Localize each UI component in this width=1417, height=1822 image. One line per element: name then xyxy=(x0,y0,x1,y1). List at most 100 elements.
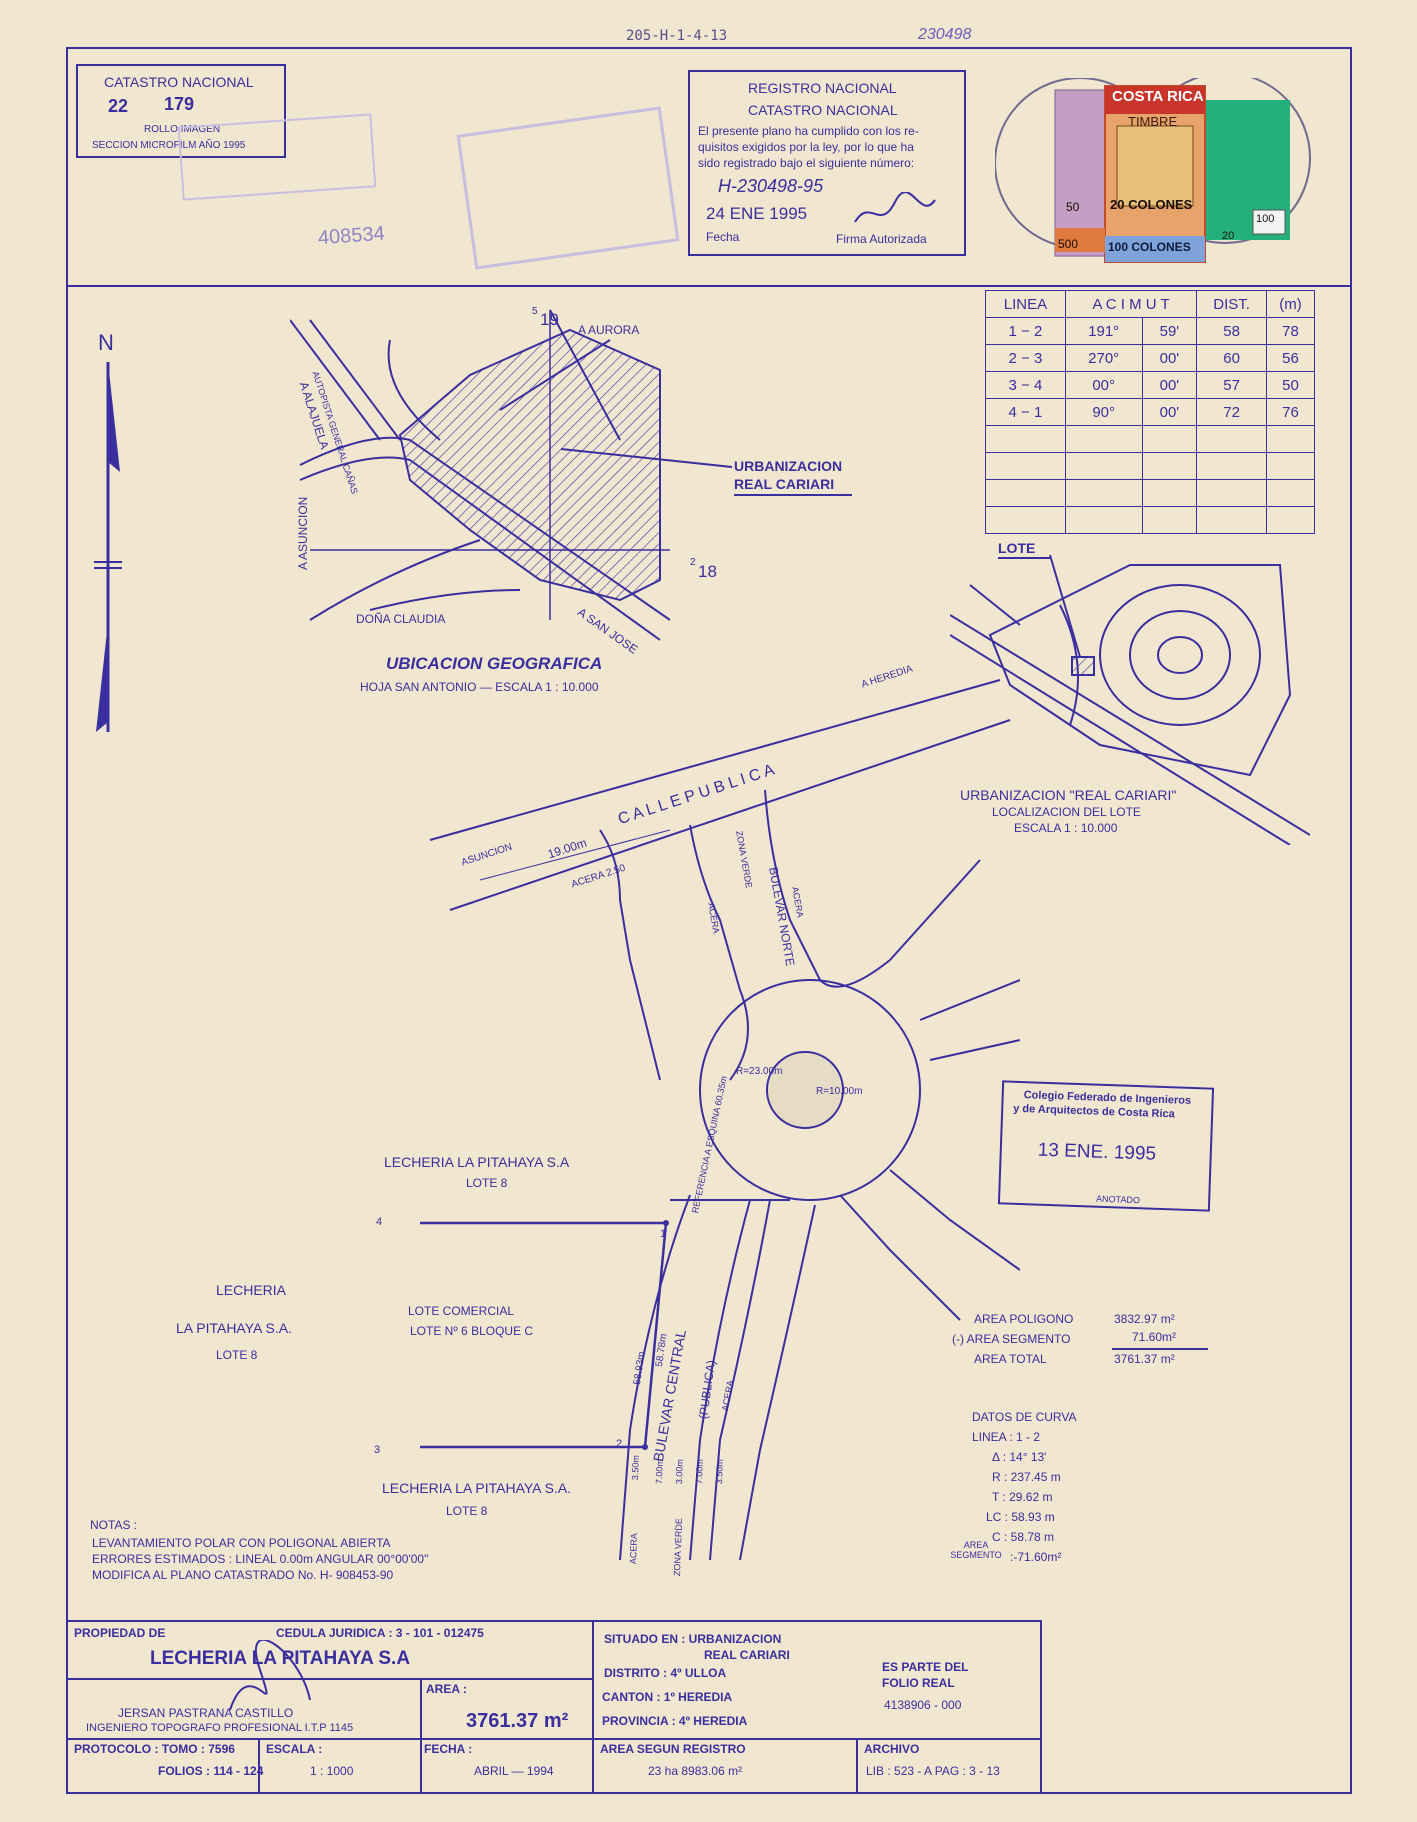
tb-vline-4 xyxy=(420,1738,422,1794)
urbanizacion-underline xyxy=(734,494,852,496)
lote-label: LOTE xyxy=(998,540,1036,556)
coord-right-prefix: 2 xyxy=(690,557,696,568)
area-sum-line xyxy=(1112,1348,1208,1350)
provincia: PROVINCIA : 4º HEREDIA xyxy=(602,1714,748,1728)
engineer-signature xyxy=(229,1640,311,1711)
table-cell: 00' xyxy=(1141,398,1198,426)
area-registro-value: 23 ha 8983.06 m² xyxy=(648,1764,743,1778)
owner-top-lote: LOTE 8 xyxy=(466,1176,508,1190)
curve-c: C : 58.78 m xyxy=(992,1530,1055,1544)
engineer-title: INGENIERO TOPOGRAFO PROFESIONAL I.T.P 11… xyxy=(86,1722,354,1734)
lot-location-title1: URBANIZACION "REAL CARIARI" xyxy=(960,787,1177,803)
curve-r: R : 237.45 m xyxy=(992,1470,1061,1484)
faded-stamp-number: 408534 xyxy=(317,222,386,250)
curve-area-segmento-label: AREA SEGMENTO xyxy=(950,1540,1002,1560)
lote-comercial: LOTE COMERCIAL xyxy=(408,1304,515,1318)
notes-line1: LEVANTAMIENTO POLAR CON POLIGONAL ABIERT… xyxy=(92,1536,391,1550)
curve-lc: LC : 58.93 m xyxy=(986,1510,1055,1524)
table-cell: 59' xyxy=(1141,317,1198,345)
radius-23: R=23.00m xyxy=(736,1066,783,1077)
lot-location-title3: ESCALA 1 : 10.000 xyxy=(1014,821,1118,835)
image-number: 179 xyxy=(164,94,195,114)
notes-line2: ERRORES ESTIMADOS : LINEAL 0.00m ANGULAR… xyxy=(92,1552,429,1566)
area-total-value: 3761.37 m² xyxy=(1114,1352,1175,1366)
azimuth-header-row: LINEA A C I M U T DIST. (m) xyxy=(985,290,1316,318)
owner-bottom-lote: LOTE 8 xyxy=(446,1504,488,1518)
table-row: 1 − 2 191° 59' 58 78 xyxy=(985,317,1316,345)
vertex-4: 4 xyxy=(376,1216,383,1228)
azimuth-header-acimut: A C I M U T xyxy=(1064,290,1198,318)
stamp-100-colones: 100 COLONES xyxy=(1108,240,1191,254)
dim-3-50-left: 3.50m xyxy=(630,1454,641,1481)
registro-body1: El presente plano ha cumplido con los re… xyxy=(698,124,919,138)
tb-vline-3 xyxy=(258,1738,260,1794)
registro-number: H-230498-95 xyxy=(718,176,824,196)
canton: CANTON : 1º HEREDIA xyxy=(602,1690,733,1704)
owner-left-name2: LA PITAHAYA S.A. xyxy=(176,1320,292,1336)
table-cell: 60 xyxy=(1196,344,1267,372)
table-row: 4 − 1 90° 00' 72 76 xyxy=(985,398,1316,426)
folio-number: 4138906 - 000 xyxy=(884,1698,962,1712)
table-cell: 191° xyxy=(1064,317,1143,345)
protocolo: PROTOCOLO : TOMO : 7596 xyxy=(74,1742,235,1756)
tb-line-2 xyxy=(66,1738,1042,1740)
fecha-label: FECHA : xyxy=(424,1742,473,1756)
acera-bottom-left: ACERA xyxy=(628,1533,640,1565)
label-dona-claudia: DOÑA CLAUDIA xyxy=(356,612,446,626)
table-cell: 56 xyxy=(1265,344,1316,372)
area-poligono-value: 3832.97 m² xyxy=(1114,1312,1175,1326)
azimuth-header-linea: LINEA xyxy=(985,290,1066,318)
stamp-costa-rica: COSTA RICA xyxy=(1112,88,1204,105)
label-a-asuncion: A ASUNCION xyxy=(296,496,310,570)
lote-underline xyxy=(998,557,1050,559)
table-cell: 1 − 2 xyxy=(985,317,1066,345)
notes-title: NOTAS : xyxy=(90,1518,138,1532)
folios: FOLIOS : 114 - 124 xyxy=(158,1764,264,1778)
curve-title: DATOS DE CURVA xyxy=(972,1410,1077,1424)
location-map-subtitle: HOJA SAN ANTONIO — ESCALA 1 : 10.000 xyxy=(360,680,599,694)
coord-top: 19 xyxy=(540,310,559,329)
area-label: AREA : xyxy=(426,1682,467,1696)
roll-image-label: ROLLO IMAGEN xyxy=(144,124,221,135)
stamp-value-100: 100 xyxy=(1256,213,1275,225)
curve-linea: LINEA : 1 - 2 xyxy=(972,1430,1041,1444)
location-map xyxy=(290,309,671,641)
lot-location-map xyxy=(950,554,1310,845)
dim-3-00: 3.00m xyxy=(674,1458,685,1485)
table-cell: 90° xyxy=(1064,398,1143,426)
table-row xyxy=(985,452,1316,480)
cfia-stamp: Colegio Federado de Ingenieros y de Arqu… xyxy=(997,1080,1215,1212)
stamp-value-500: 500 xyxy=(1058,237,1079,251)
table-cell: 58 xyxy=(1196,317,1267,345)
table-row: 2 − 3 270° 00' 60 56 xyxy=(985,344,1316,372)
escala-label: ESCALA : xyxy=(266,1742,323,1756)
propiedad-label: PROPIEDAD DE xyxy=(74,1626,166,1640)
registro-body2: quisitos exigidos por la ley, por lo que… xyxy=(698,140,914,154)
es-parte-del: ES PARTE DEL xyxy=(882,1660,969,1674)
stamp-timbre: TIMBRE xyxy=(1128,114,1178,129)
radius-10: R=10.00m xyxy=(816,1086,863,1097)
vertex-1: 1 xyxy=(660,1228,667,1240)
microfilm-label: SECCION MICROFILM AÑO 1995 xyxy=(92,140,246,151)
registro-nacional-stamp: REGISTRO NACIONAL CATASTRO NACIONAL El p… xyxy=(688,70,966,256)
tb-vline-2 xyxy=(420,1678,422,1738)
curve-area-segmento-value: :-71.60m² xyxy=(1010,1550,1062,1564)
table-cell: 76 xyxy=(1265,398,1316,426)
engineer-name: JERSAN PASTRANA CASTILLO xyxy=(118,1706,294,1720)
archivo-value: LIB : 523 - A PAG : 3 - 13 xyxy=(866,1764,1000,1778)
table-cell: 50 xyxy=(1265,371,1316,399)
table-cell: 72 xyxy=(1196,398,1267,426)
tb-vline-1 xyxy=(592,1620,594,1794)
dim-3-50-right: 3.50m xyxy=(714,1458,725,1485)
table-cell: 3 − 4 xyxy=(985,371,1066,399)
faded-stamp xyxy=(177,113,377,201)
coord-right: 18 xyxy=(698,562,717,581)
area-value: 3761.37 m² xyxy=(466,1710,569,1732)
azimuth-header-dist: DIST. xyxy=(1196,290,1267,318)
owner-left-name1: LECHERIA xyxy=(216,1282,287,1298)
table-cell: 57 xyxy=(1196,371,1267,399)
faded-received-stamp xyxy=(456,106,680,270)
header-divider xyxy=(66,285,1352,287)
handwritten-number: 230498 xyxy=(918,26,972,43)
registro-body3: sido registrado bajo el siguiente número… xyxy=(698,156,915,170)
